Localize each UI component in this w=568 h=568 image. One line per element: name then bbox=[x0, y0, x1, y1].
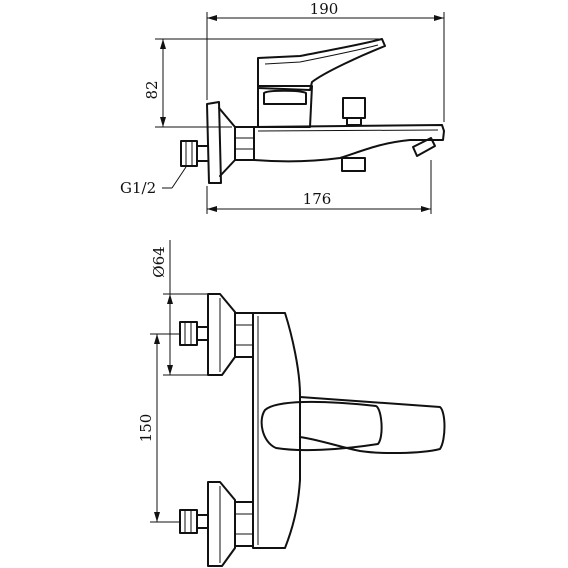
front-lever-grip bbox=[260, 400, 383, 452]
lower-hex-nut bbox=[234, 501, 254, 547]
lower-flange bbox=[207, 481, 236, 567]
side-view bbox=[180, 38, 445, 184]
side-wall-flange bbox=[206, 101, 222, 184]
centers-label: 150 bbox=[137, 414, 155, 443]
upper-flange bbox=[207, 293, 236, 376]
front-dimensions bbox=[150, 240, 208, 523]
front-lever bbox=[299, 396, 446, 455]
side-diverter bbox=[341, 157, 366, 172]
side-diverter-knob bbox=[342, 97, 366, 119]
thread-label: G1/2 bbox=[120, 179, 156, 197]
side-spout-aerator bbox=[412, 137, 436, 157]
side-hex-nut bbox=[234, 126, 255, 161]
upper-inlet-connector bbox=[179, 321, 198, 346]
side-spout-body bbox=[253, 124, 445, 163]
front-body bbox=[252, 312, 301, 549]
lower-inlet-connector bbox=[179, 509, 198, 534]
side-inlet-connector bbox=[180, 140, 198, 167]
side-lever-handle bbox=[257, 38, 386, 91]
front-view bbox=[179, 293, 446, 567]
flange-diameter-label: Ø64 bbox=[150, 246, 168, 277]
side-cartridge-body bbox=[257, 85, 313, 128]
upper-hex-nut bbox=[234, 312, 254, 358]
overall-length-label: 190 bbox=[310, 0, 339, 18]
side-dimensions bbox=[155, 12, 445, 214]
height-label: 82 bbox=[143, 80, 161, 99]
spout-reach-label: 176 bbox=[303, 190, 332, 208]
